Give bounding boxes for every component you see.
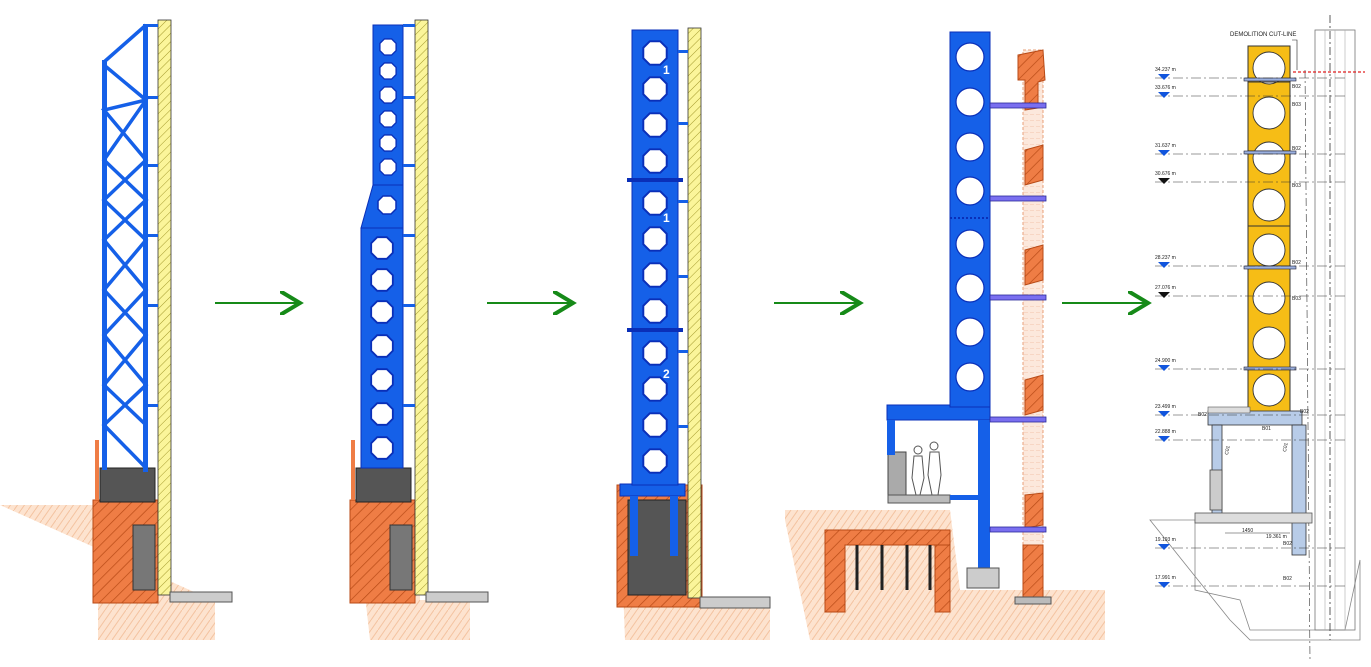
bracket-tag: B02 [1283, 541, 1292, 547]
level-marker-icon [1158, 436, 1170, 442]
level-marker-icon [1158, 365, 1170, 371]
level-label: 24.900 m [1155, 358, 1176, 364]
level-marker-icon [1158, 150, 1170, 156]
level-marker-icon [1158, 411, 1170, 417]
bracket-tag: B02 [1283, 576, 1292, 582]
bracket-tag: B02 [1292, 84, 1301, 90]
level-label: 17.991 m [1155, 575, 1176, 581]
dimension-label: 1450 [1242, 528, 1253, 534]
bracket-tag: B03 [1292, 102, 1301, 108]
bracket-tags: B02 B03 B02 B03 B02 B03 B02 B02 B01 B02 … [1198, 84, 1309, 582]
stage-3-panel: 1 1 2 [515, 27, 771, 640]
level-label: 27.076 m [1155, 285, 1176, 291]
bracket-tag: B02 [1198, 412, 1207, 418]
bracket-tag: B03 [1292, 296, 1301, 302]
inner-level-label: 19.361 m [1266, 534, 1287, 540]
level-label: 28.237 m [1155, 255, 1176, 261]
level-marker-icon [1158, 292, 1170, 298]
stage-1-panel [0, 19, 233, 640]
human-figure-icon [911, 441, 942, 496]
bracket-tag: B01 [1262, 426, 1271, 432]
module-number-label: 1 [663, 63, 670, 77]
column-tag: C01 [1224, 445, 1232, 455]
level-marker-icon [1158, 262, 1170, 268]
level-label: 23.499 m [1155, 404, 1176, 410]
level-label: 22.888 m [1155, 429, 1176, 435]
column-tags: C01 C01 [1224, 442, 1290, 455]
demolition-cut-line-label: DEMOLITION CUT-LINE [1230, 32, 1296, 38]
level-marker-icon [1158, 178, 1170, 184]
stage-4-panel [785, 31, 1105, 640]
column-tag: C01 [1282, 442, 1290, 452]
level-label: 31.637 m [1155, 143, 1176, 149]
detail-drawing-panel: DEMOLITION CUT-LINE 1450 19.361 m B02 [1149, 15, 1365, 661]
module-number-label: 1 [663, 211, 670, 225]
level-marker-icon [1158, 582, 1170, 588]
bracket-tag: B02 [1300, 409, 1309, 415]
bracket-tag: B02 [1292, 260, 1301, 266]
level-marker-icon [1158, 92, 1170, 98]
bracket-tag: B02 [1292, 146, 1301, 152]
level-label: 19.193 m [1155, 537, 1176, 543]
level-marker-icon [1158, 74, 1170, 80]
stage-2-panel [258, 19, 489, 640]
level-marker-icon [1158, 544, 1170, 550]
level-lines: 34.237 m 33.676 m 31.637 m 30.676 m 28.237 m… [1155, 67, 1345, 588]
level-label: 33.676 m [1155, 85, 1176, 91]
bracket-tag: B03 [1292, 183, 1301, 189]
level-label: 34.237 m [1155, 67, 1176, 73]
module-number-label: 2 [663, 367, 670, 381]
level-label: 30.676 m [1155, 171, 1176, 177]
